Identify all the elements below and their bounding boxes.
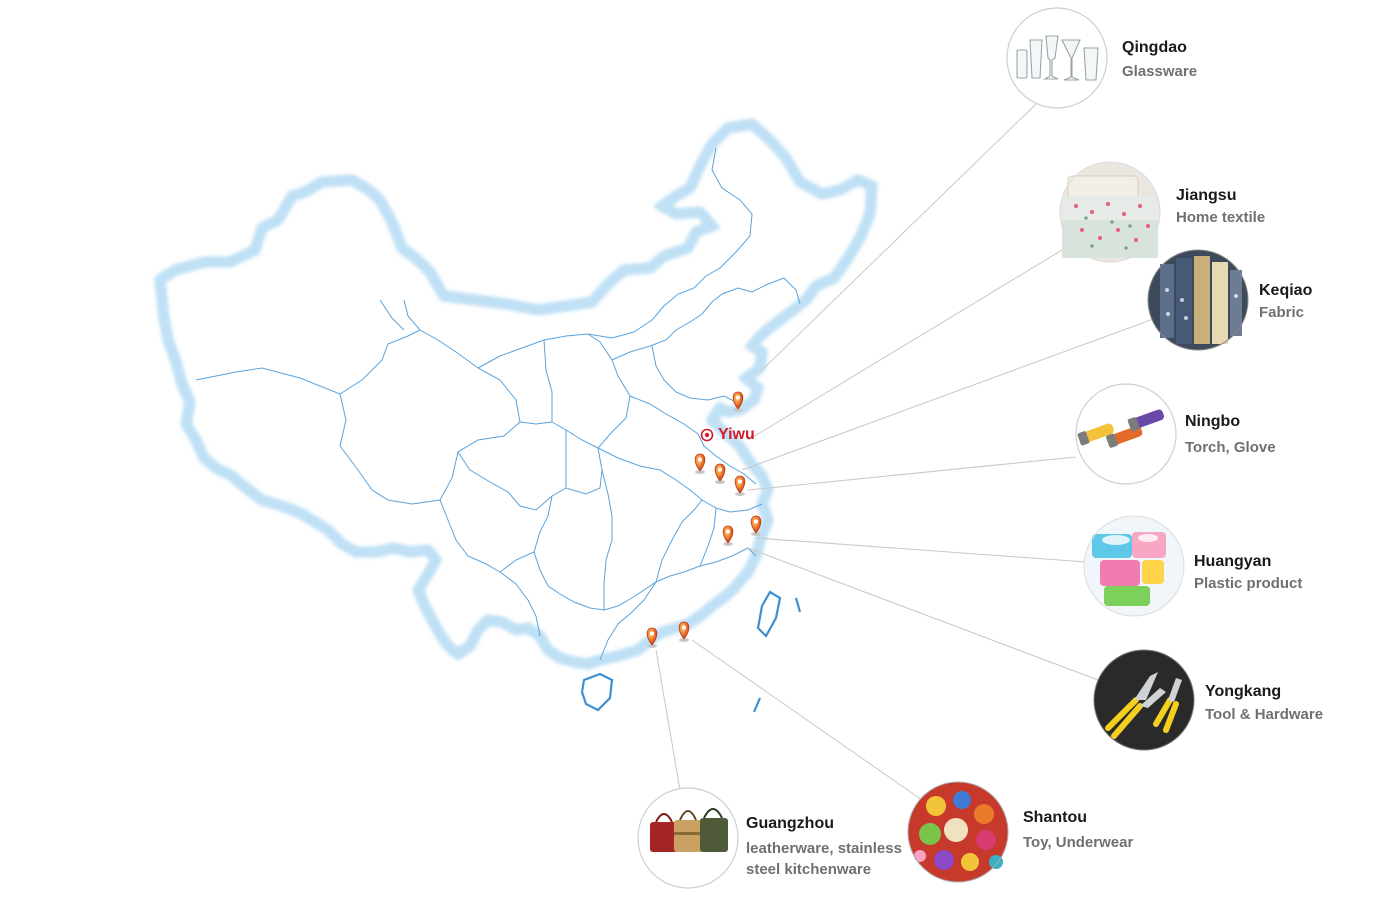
country-outline	[155, 119, 877, 669]
source-label-yongkang: Yongkang Tool & Hardware	[1205, 682, 1323, 725]
location-pin-icon	[750, 515, 762, 536]
hub-name: Yiwu	[718, 426, 755, 443]
connector-lines	[655, 103, 1157, 801]
handbags-icon	[637, 787, 739, 889]
city-name: Shantou	[1023, 809, 1087, 826]
city-name: Ningbo	[1185, 413, 1241, 430]
city-name: Huangyan	[1194, 553, 1272, 570]
source-label-qingdao: Qingdao Glassware	[1122, 38, 1197, 82]
glassware-icon	[1006, 7, 1108, 109]
source-label-keqiao: Keqiao Fabric	[1259, 281, 1312, 323]
city-name: Yongkang	[1205, 683, 1282, 700]
target-icon	[700, 428, 714, 442]
product-name-line-1: leatherware, stainless	[746, 840, 902, 857]
product-name-line-2: steel kitchenware	[746, 860, 872, 878]
product-name: Fabric	[1259, 304, 1305, 321]
toys-icon	[907, 781, 1009, 883]
fabric-rolls-icon	[1147, 249, 1249, 351]
source-label-shantou: Shantou Toy, Underwear	[1023, 808, 1133, 853]
location-pins	[646, 391, 762, 648]
product-name: Tool & Hardware	[1205, 706, 1324, 723]
city-name: Keqiao	[1259, 282, 1313, 299]
location-pin-icon	[732, 391, 744, 412]
city-name: Jiangsu	[1176, 187, 1237, 204]
thumbnails	[637, 7, 1249, 889]
location-pin-icon	[722, 525, 734, 546]
product-name: Glassware	[1122, 63, 1198, 80]
location-pin-icon	[734, 475, 746, 496]
location-pin-icon	[678, 621, 690, 642]
hub-label: Yiwu	[700, 426, 755, 444]
product-name: Toy, Underwear	[1023, 834, 1134, 851]
bedding-icon	[1059, 161, 1161, 263]
source-label-guangzhou: Guangzhou leatherware, stainless steel k…	[746, 814, 902, 880]
location-pin-icon	[646, 627, 658, 648]
source-label-ningbo: Ningbo Torch, Glove	[1185, 412, 1276, 458]
province-boundaries	[195, 147, 801, 661]
plastic-containers-icon	[1083, 515, 1185, 617]
city-name: Guangzhou	[746, 815, 834, 832]
source-label-huangyan: Huangyan Plastic product	[1194, 552, 1302, 594]
islands	[580, 590, 802, 713]
source-label-jiangsu: Jiangsu Home textile	[1176, 186, 1265, 228]
torch-icon	[1075, 383, 1177, 485]
pliers-icon	[1093, 649, 1195, 751]
location-pin-icon	[714, 463, 726, 484]
product-name: Home textile	[1176, 209, 1266, 226]
location-pin-icon	[694, 453, 706, 474]
product-name: Torch, Glove	[1185, 439, 1276, 456]
city-name: Qingdao	[1122, 39, 1187, 56]
product-name: Plastic product	[1194, 575, 1303, 592]
